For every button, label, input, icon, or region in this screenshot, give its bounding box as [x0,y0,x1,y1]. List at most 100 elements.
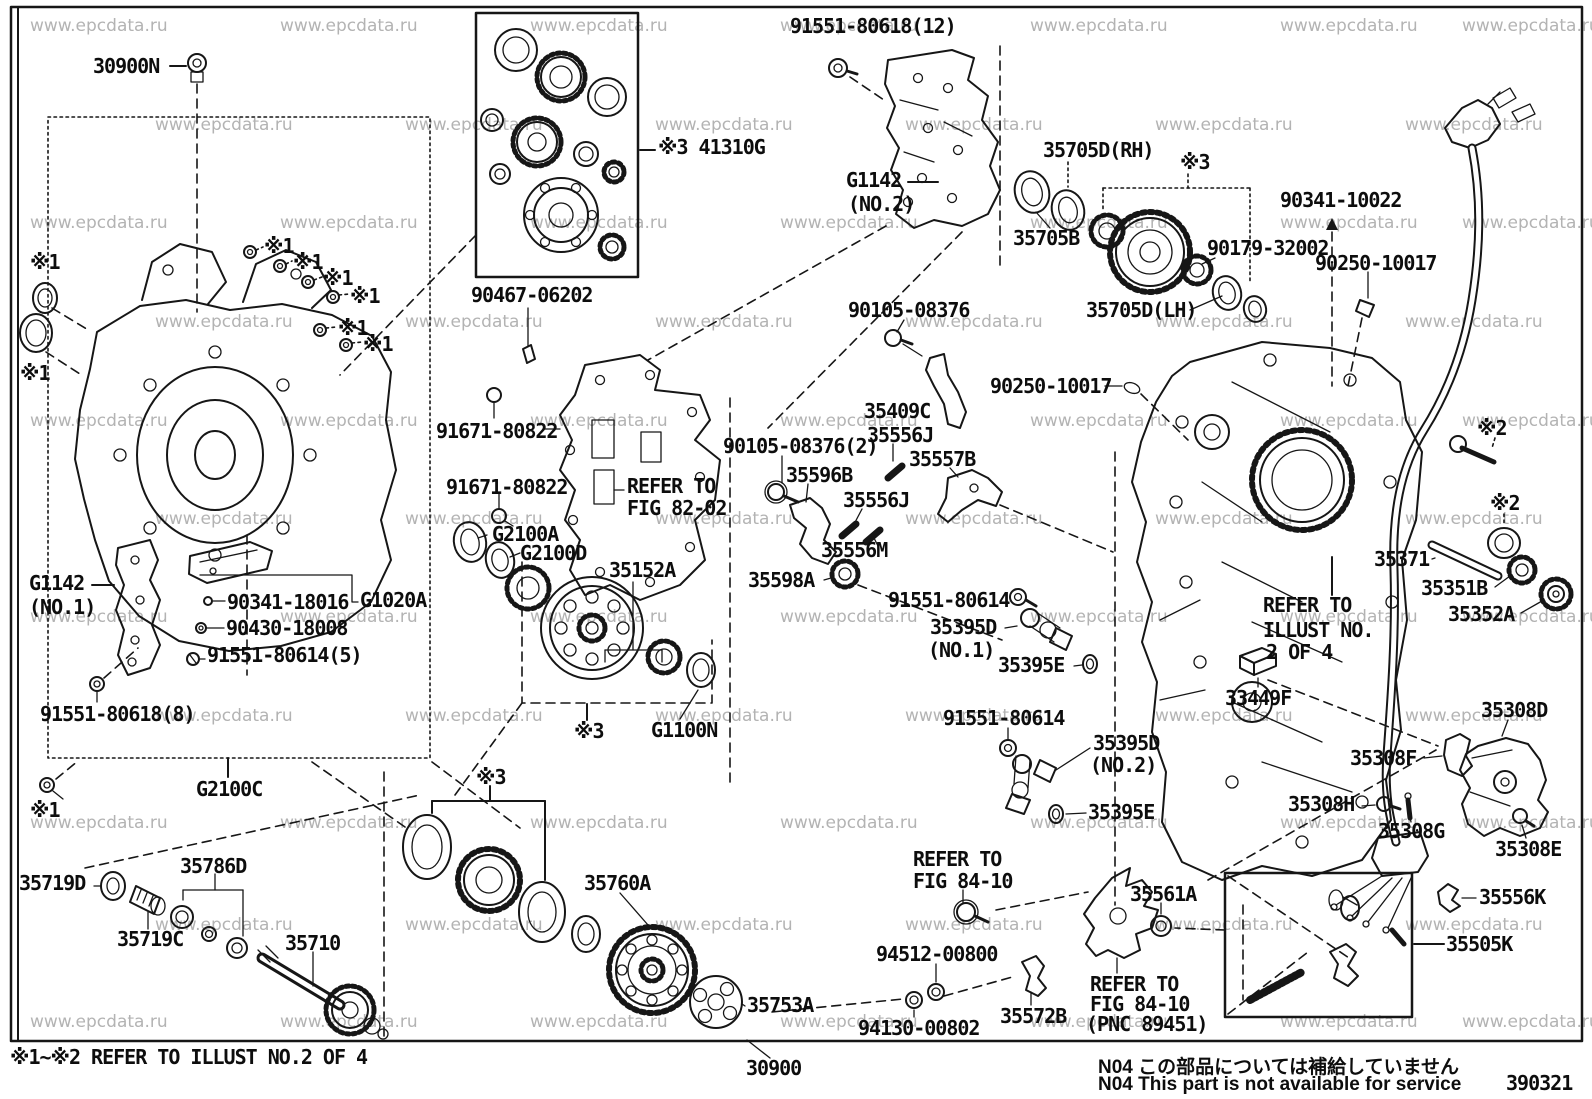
part-label-2-of-4: 2 OF 4 [1266,640,1333,664]
watermark-text: www.epcdata.ru [1155,312,1293,332]
watermark-text: www.epcdata.ru [30,607,168,627]
part-label-3-3: ※3 [476,765,507,789]
part-label-g2100d: G2100D [520,541,587,565]
part-label-2-2: ※2 [1490,491,1521,515]
footnote-jp: N04 この部品については補給していません [1098,1057,1460,1078]
part-label-illust-no: ILLUST NO. [1263,618,1374,642]
part-label-fig-84-10: FIG 84-10 [913,869,1013,893]
left-assembly-box [47,116,431,759]
main-part-number-30900: 30900 [746,1056,802,1080]
page-border [9,5,1584,1043]
control-rod-group [1427,435,1574,614]
part-label-35409c: 35409C [864,399,931,423]
watermark-text: www.epcdata.ru [1462,213,1592,233]
part-label-35598a: 35598A [748,568,815,592]
part-label-90341-18016: 90341-18016 [227,590,349,614]
part-label-refer-to: REFER TO [627,474,716,498]
part-label-35710: 35710 [285,931,341,955]
part-label-35705b: 35705B [1013,226,1080,250]
neutral-switch-group [1207,679,1549,881]
part-label-35760a: 35760A [584,871,651,895]
part-label-35152a: 35152A [609,558,676,582]
valve-body-no2-group [647,45,1001,429]
part-label-35351b: 35351B [1421,576,1488,600]
part-label-35556m: 35556M [821,538,888,562]
watermark-text: www.epcdata.ru [1405,509,1543,529]
watermark-text: www.epcdata.ru [905,915,1043,935]
leader-lines [339,234,1189,906]
part-label-3: ※3 [1180,150,1211,174]
watermark-text: www.epcdata.ru [1405,115,1543,135]
part-label-3-2: ※3 [574,719,605,743]
watermark-text: www.epcdata.ru [155,115,293,135]
watermark-text: www.epcdata.ru [530,16,668,36]
watermark-text: www.epcdata.ru [780,411,918,431]
part-label-35561a: 35561A [1130,882,1197,906]
part-label-1-9: ※1 [30,798,61,822]
watermark-text: www.epcdata.ru [405,312,543,332]
watermark-text: www.epcdata.ru [1280,411,1418,431]
footnote-en: N04 This part is not available for servi… [1098,1074,1462,1095]
part-label-30900n: 30900N [93,54,160,78]
watermark-text: www.epcdata.ru [405,509,543,529]
watermark-text: www.epcdata.ru [1405,915,1543,935]
part-label-g2100c: G2100C [196,777,263,801]
part-label-35556j-2: 35556J [843,488,910,512]
oil-tube-no2-group [999,727,1091,824]
watermark-text: www.epcdata.ru [1155,509,1293,529]
watermark-text: www.epcdata.ru [155,312,293,332]
part-label-35705d-rh: 35705D(RH) [1043,138,1154,162]
part-label-refer-to-2: REFER TO [1263,593,1352,617]
part-label-g1100n: G1100N [651,718,718,742]
part-label-35753a: 35753A [747,993,814,1017]
part-label-91551-80618-8: 91551-80618(8) [40,702,196,726]
part-label-35786d: 35786D [180,854,247,878]
speedometer-shaft-group [84,794,421,1040]
part-label-refer-to-4: REFER TO [1090,972,1179,996]
part-label-91551-80614-2: 91551-80614 [943,706,1065,730]
part-label-no-2: (NO.2) [848,192,915,216]
watermark-text: www.epcdata.ru [280,16,418,36]
part-label-1-4: ※1 [350,284,381,308]
part-label-90105-08376-2: 90105-08376(2) [723,434,879,458]
oil-tube-no1-group [1004,588,1098,674]
watermark-text: www.epcdata.ru [1462,607,1592,627]
watermark-text: www.epcdata.ru [905,706,1043,726]
part-label-no-2-2: (NO.2) [1090,753,1157,777]
watermark-text: www.epcdata.ru [780,16,918,36]
part-label-g1020a: G1020A [360,588,427,612]
watermark-text: www.epcdata.ru [905,312,1043,332]
part-label-90250-10017: 90250-10017 [1315,251,1437,275]
footnote-refer-illust: ※1~※2 REFER TO ILLUST NO.2 OF 4 [10,1045,368,1069]
part-label-91551-80618-12: 91551-80618(12) [790,14,957,38]
watermark-text: www.epcdata.ru [1155,115,1293,135]
part-label-91671-80822-2: 91671-80822 [446,475,568,499]
watermark-text: www.epcdata.ru [30,411,168,431]
part-label-35395e: 35395E [998,653,1065,677]
part-label-1: ※1 [264,234,295,258]
part-label-no-1: (NO.1) [29,595,96,619]
part-label-g2100a: G2100A [492,522,559,546]
counter-driven-gear-group [1013,161,1375,387]
part-label-pnc-89451: (PNC 89451) [1086,1012,1208,1036]
watermark-text: www.epcdata.ru [1280,16,1418,36]
part-label-g1142-2: G1142 [29,571,85,595]
part-label-90341-10022: 90341-10022 [1280,188,1402,212]
detent-kit-box-35505k [1174,871,1477,1019]
watermark-text: www.epcdata.ru [405,915,543,935]
bearing-kit-box-41310g [474,11,656,364]
part-label-91551-80614-5: 91551-80614(5) [207,643,363,667]
clamp-33449f [1239,647,1277,688]
part-label-94130-00802: 94130-00802 [858,1016,980,1040]
watermark-text: www.epcdata.ru [1030,813,1168,833]
part-label-35719c: 35719C [117,927,184,951]
watermark-text: www.epcdata.ru [655,706,793,726]
watermark-text: www.epcdata.ru [1462,16,1592,36]
part-label-1-5: ※1 [338,316,369,340]
part-label-1-3: ※1 [323,266,354,290]
watermark-text: www.epcdata.ru [655,509,793,529]
transaxle-case-assembly [19,243,397,800]
watermark-text: www.epcdata.ru [30,213,168,233]
part-label-35395d-2: 35395D [1093,731,1160,755]
